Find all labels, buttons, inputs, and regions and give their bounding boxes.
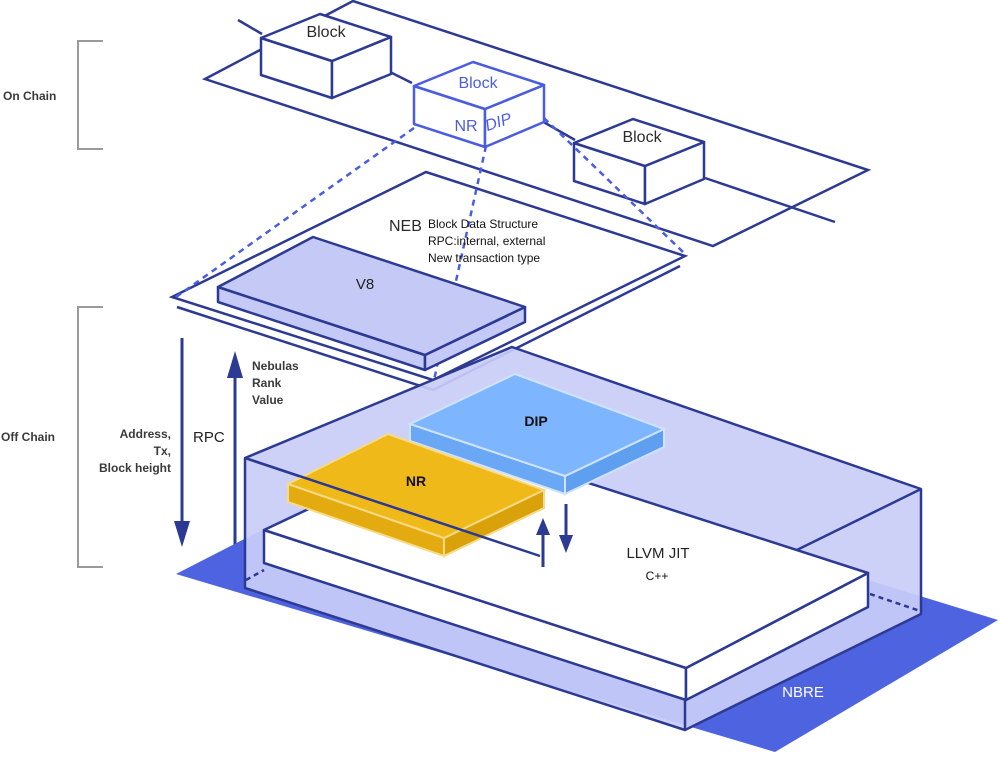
block-right: Block — [572, 117, 706, 206]
rpc-down-field: Address, — [120, 427, 171, 441]
rpc-down-field: Tx, — [154, 444, 171, 458]
rpc-down-arrow-head — [174, 521, 190, 547]
v8-label: V8 — [356, 276, 374, 293]
neb-title: NEB — [389, 218, 422, 235]
block-center-nr: NR — [454, 118, 477, 135]
off-chain-bracket — [77, 306, 103, 568]
nbre-label: NBRE — [782, 684, 824, 701]
llvm-jit-label: LLVM JIT — [626, 545, 689, 562]
on-chain-label: On Chain — [3, 89, 56, 103]
rpc-down-field: Block height — [99, 461, 171, 475]
neb-feature: Block Data Structure — [428, 217, 538, 231]
rpc-up-field: Nebulas — [252, 359, 299, 373]
rpc-up-arrow-head — [227, 351, 243, 378]
block-left: Block — [259, 12, 393, 100]
llvm-down-arrow-head — [559, 535, 573, 553]
nr-label: NR — [406, 473, 426, 489]
nbre-box-front-edge — [244, 456, 541, 558]
chain-link — [237, 18, 263, 36]
block-center: Block NR DIP — [412, 60, 546, 149]
block-center-label: Block — [458, 75, 498, 92]
rpc-up-field: Value — [252, 393, 284, 407]
dip-module: DIP — [407, 372, 667, 496]
rpc-label: RPC — [193, 429, 225, 446]
dip-label: DIP — [524, 413, 547, 429]
nr-module: NR — [285, 432, 547, 558]
chain-link — [704, 176, 836, 224]
on-chain-bracket — [77, 40, 103, 150]
projection-line — [175, 126, 415, 299]
rpc-up-field: Rank — [252, 376, 282, 390]
off-chain-section: Off Chain RPC Address, Tx, Block height … — [1, 306, 998, 752]
on-chain-section: On Chain Block Block NR DIP — [3, 0, 872, 248]
llvm-up-arrow-head — [536, 518, 550, 535]
block-left-label: Block — [306, 24, 346, 41]
llvm-jit-lang: C++ — [646, 569, 669, 583]
off-chain-label: Off Chain — [1, 430, 55, 444]
block-right-label: Block — [622, 129, 662, 146]
neb-feature: RPC:internal, external — [428, 234, 545, 248]
chain-link — [539, 118, 576, 142]
v8-engine: V8 — [216, 235, 527, 372]
neb-feature: New transaction type — [428, 251, 540, 265]
